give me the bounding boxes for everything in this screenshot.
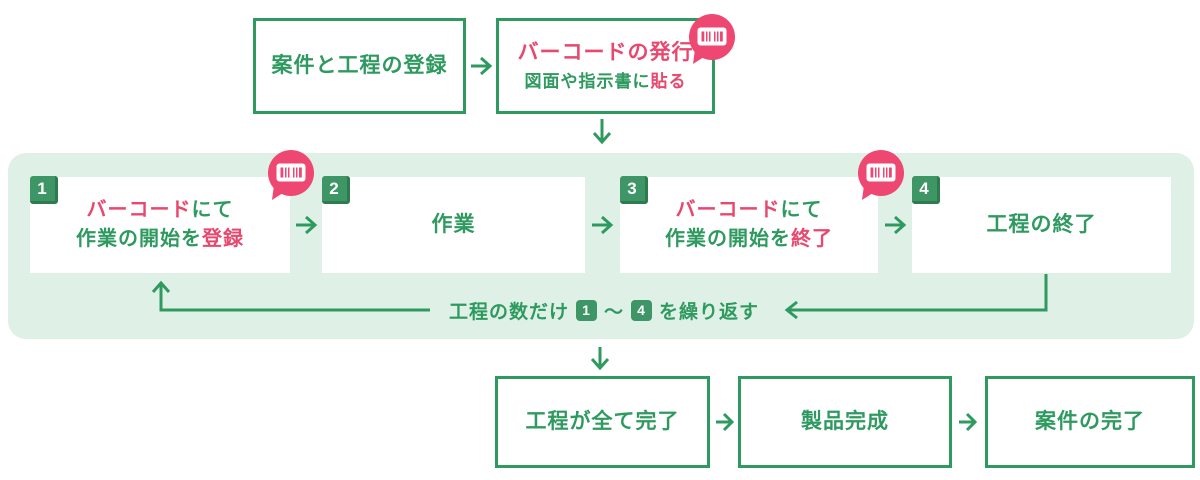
step-3-line1: バーコードにて — [675, 199, 823, 221]
arrow-right-bottom2-icon — [959, 412, 978, 432]
loop-arrow-left-icon — [151, 280, 430, 312]
loop-caption: 工程の数だけ 1 ～ 4 を繰り返す — [434, 296, 774, 324]
step-3-line2: 作業の開始を終了 — [665, 228, 833, 250]
arrow-down-to-bottom-icon — [590, 347, 610, 371]
barcode-bubble-icon-top — [689, 14, 735, 64]
box-project-complete-label: 案件の完了 — [1035, 409, 1145, 433]
barcode-bubble-icon-step1 — [268, 150, 314, 200]
step-1-line1: バーコードにて — [86, 199, 234, 221]
arrow-right-bottom1-icon — [716, 412, 735, 432]
box-register-project: 案件と工程の登録 — [253, 18, 466, 114]
box-all-processes-done: 工程が全て完了 — [495, 376, 710, 468]
step-1-number-badge: 1 — [30, 176, 58, 204]
step-1-scan-start: 1 バーコードにて 作業の開始を登録 — [30, 176, 290, 273]
step-1-line2: 作業の開始を登録 — [76, 228, 244, 250]
step-4-process-end: 4 工程の終了 — [912, 176, 1171, 273]
box-product-complete: 製品完成 — [738, 376, 952, 468]
box-project-complete: 案件の完了 — [985, 376, 1195, 468]
step-3-scan-end: 3 バーコードにて 作業の開始を終了 — [620, 176, 878, 273]
arrow-right-step1-icon — [296, 215, 318, 235]
arrow-right-step3-icon — [885, 215, 907, 235]
box-register-project-label: 案件と工程の登録 — [271, 53, 448, 77]
box-issue-barcode-subtitle: 図面や指示書に貼る — [524, 71, 687, 91]
step-2-label: 作業 — [431, 212, 476, 236]
loop-badge-4: 4 — [631, 299, 652, 321]
step-2-work: 2 作業 — [322, 176, 585, 273]
arrow-down-to-band-icon — [592, 119, 612, 145]
loop-caption-tilde: ～ — [603, 301, 624, 323]
step-4-label: 工程の終了 — [986, 212, 1097, 236]
box-all-processes-done-label: 工程が全て完了 — [525, 409, 680, 433]
loop-caption-after: を繰り返す — [659, 301, 760, 323]
loop-caption-before: 工程の数だけ — [448, 301, 569, 323]
step-4-number-badge: 4 — [912, 176, 940, 204]
arrow-right-top-icon — [471, 56, 493, 76]
step-3-number-badge: 3 — [620, 176, 648, 204]
step-2-number-badge: 2 — [322, 176, 350, 204]
loop-badge-1: 1 — [575, 299, 597, 321]
box-issue-barcode-title: バーコードの発行 — [517, 40, 694, 64]
box-issue-barcode: バーコードの発行 図面や指示書に貼る — [496, 18, 715, 114]
barcode-bubble-icon-step3 — [858, 150, 904, 200]
loop-arrow-right-icon — [784, 274, 1048, 320]
arrow-right-step2-icon — [592, 215, 614, 235]
box-product-complete-label: 製品完成 — [801, 409, 889, 433]
